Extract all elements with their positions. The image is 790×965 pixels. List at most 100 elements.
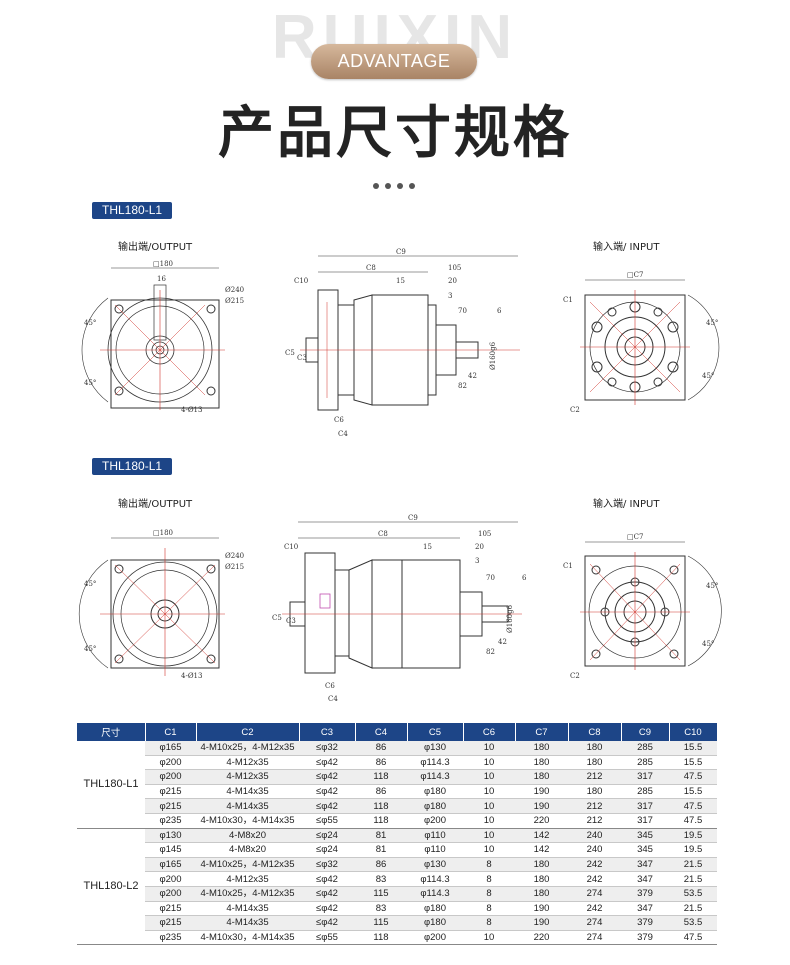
table-cell: 10 xyxy=(463,842,515,858)
column-header: C5 xyxy=(407,723,464,741)
table-cell: 4-M10x25，4-M12x35 xyxy=(196,741,299,756)
table-cell: ≤φ42 xyxy=(299,755,355,771)
model-tag: THL180-L1 xyxy=(92,202,173,219)
svg-text:82: 82 xyxy=(458,382,467,390)
dim-square: □180 xyxy=(153,260,173,268)
table-cell: 317 xyxy=(621,798,669,814)
svg-text:42: 42 xyxy=(468,372,477,380)
table-cell: 47.5 xyxy=(669,769,717,785)
svg-text:C9: C9 xyxy=(396,248,406,256)
table-cell: 47.5 xyxy=(669,930,717,946)
dim-d215: Ø215 xyxy=(225,297,244,305)
table-cell: ≤φ42 xyxy=(299,798,355,814)
table-cell: 19.5 xyxy=(669,828,717,844)
svg-text:105: 105 xyxy=(448,264,461,272)
table-cell: 220 xyxy=(515,813,568,829)
column-header: C8 xyxy=(568,723,622,741)
svg-text:82: 82 xyxy=(486,648,495,656)
svg-text:C2: C2 xyxy=(570,406,580,414)
table-cell: 15.5 xyxy=(669,755,717,771)
table-cell: 242 xyxy=(568,857,621,873)
table-cell: φ200 xyxy=(407,930,463,946)
table-cell: 8 xyxy=(463,915,515,931)
svg-text:4-Ø13: 4-Ø13 xyxy=(181,672,202,680)
model-tag-2: THL180-L1 xyxy=(92,458,173,475)
dim-45: 45° xyxy=(84,319,96,327)
table-cell: 285 xyxy=(621,784,669,800)
table-cell: 53.5 xyxy=(669,886,717,902)
table-cell: φ165 xyxy=(145,857,196,873)
svg-text:□C7: □C7 xyxy=(627,533,643,541)
table-cell: ≤φ24 xyxy=(299,828,355,844)
dim-key: 16 xyxy=(157,275,166,283)
table-cell: 345 xyxy=(621,842,669,858)
column-header: C1 xyxy=(145,723,197,741)
table-cell: 10 xyxy=(463,930,515,946)
dim-holes: 4-Ø13 xyxy=(181,406,202,414)
table-cell: 190 xyxy=(515,901,568,917)
table-cell: φ215 xyxy=(145,784,196,800)
table-cell: φ215 xyxy=(145,915,196,931)
table-cell: ≤φ42 xyxy=(299,871,355,887)
svg-text:C1: C1 xyxy=(563,562,573,570)
table-cell: φ114.3 xyxy=(407,755,463,771)
advantage-pill: ADVANTAGE xyxy=(311,44,477,79)
table-cell: 142 xyxy=(515,828,568,844)
table-cell: ≤φ42 xyxy=(299,784,355,800)
model-cell: THL180-L1 xyxy=(77,741,145,829)
table-cell: 83 xyxy=(355,871,407,887)
table-cell: 81 xyxy=(355,828,407,844)
table-cell: φ114.3 xyxy=(407,871,463,887)
svg-text:45°: 45° xyxy=(702,640,714,648)
table-cell: 115 xyxy=(355,886,407,902)
table-cell: 118 xyxy=(355,769,407,785)
table-cell: 190 xyxy=(515,798,568,814)
table-cell: 118 xyxy=(355,930,407,946)
table-cell: φ200 xyxy=(145,769,196,785)
svg-text:15: 15 xyxy=(423,543,432,551)
svg-text:70: 70 xyxy=(458,307,467,315)
column-header: C6 xyxy=(463,723,516,741)
table-cell: φ215 xyxy=(145,901,196,917)
table-cell: 4-M14x35 xyxy=(196,784,299,800)
table-cell: 10 xyxy=(463,813,515,829)
svg-text:C4: C4 xyxy=(328,695,338,703)
table-cell: 10 xyxy=(463,798,515,814)
table-cell: 21.5 xyxy=(669,901,717,917)
table-cell: 4-M14x35 xyxy=(196,798,299,814)
svg-text:20: 20 xyxy=(475,543,484,551)
input-caption: 输入端/ INPUT xyxy=(593,242,660,253)
table-cell: 212 xyxy=(568,813,621,829)
table-cell: 242 xyxy=(568,871,621,887)
table-cell: φ130 xyxy=(407,741,463,756)
table-cell: φ180 xyxy=(407,784,463,800)
output-caption: 输出端/OUTPUT xyxy=(118,242,193,253)
table-cell: 4-M8x20 xyxy=(196,828,299,844)
table-cell: φ110 xyxy=(407,842,463,858)
table-cell: 190 xyxy=(515,915,568,931)
model-cell: THL180-L2 xyxy=(77,828,145,946)
table-cell: φ114.3 xyxy=(407,886,463,902)
table-cell: φ200 xyxy=(145,755,196,771)
table-cell: 4-M10x30，4-M14x35 xyxy=(196,930,299,946)
side-view: C9 C8 C10 15 105 20 3 70 6 C5 C3 Ø160g6 … xyxy=(285,248,520,438)
svg-text:C4: C4 xyxy=(338,430,348,438)
table-cell: 379 xyxy=(621,915,669,931)
table-cell: 180 xyxy=(568,755,621,771)
table-cell: 180 xyxy=(515,769,568,785)
table-cell: 379 xyxy=(621,886,669,902)
table-cell: 317 xyxy=(621,769,669,785)
table-cell: 347 xyxy=(621,901,669,917)
table-cell: φ130 xyxy=(407,857,463,873)
svg-text:C1: C1 xyxy=(563,296,573,304)
table-cell: 180 xyxy=(568,784,621,800)
